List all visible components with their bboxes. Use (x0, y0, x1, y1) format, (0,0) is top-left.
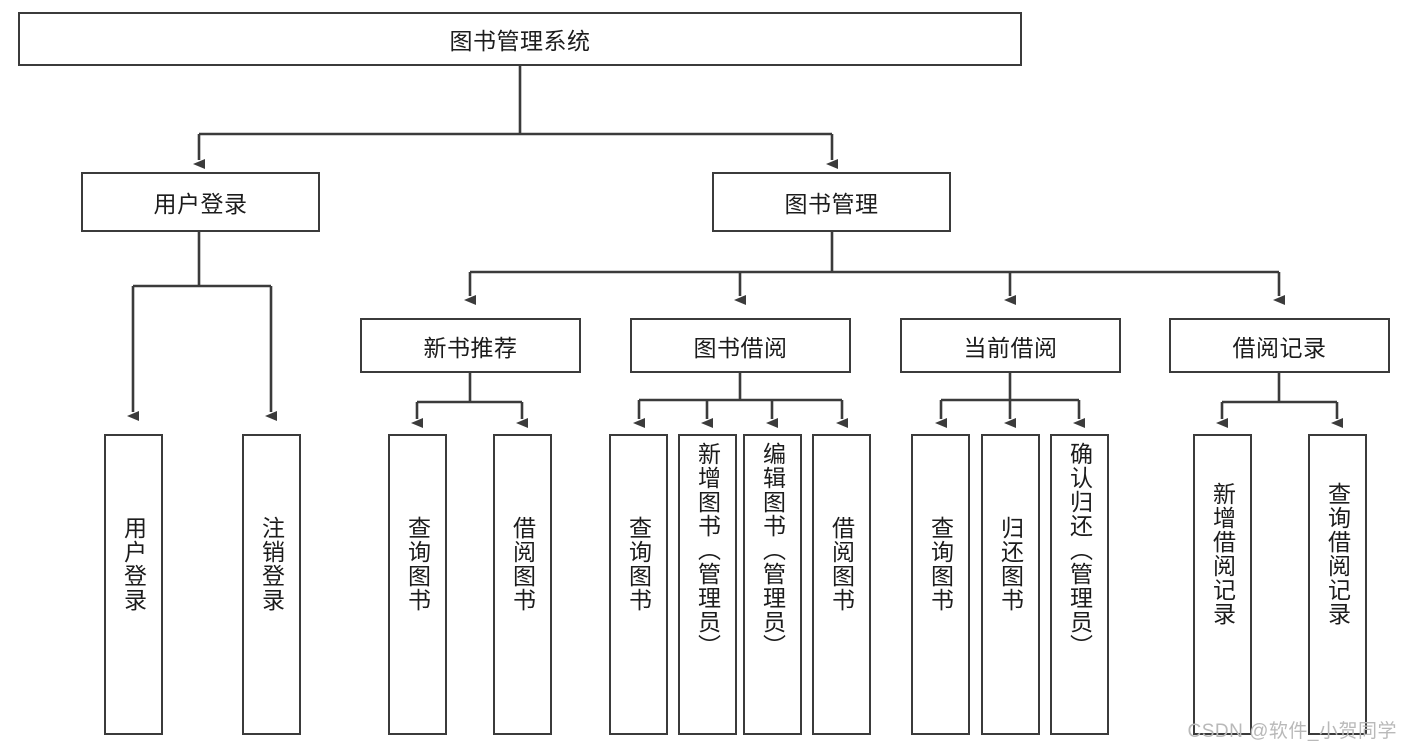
leaf-logout[interactable]: 注销登录 (242, 434, 301, 735)
node-label: 注销登录 (258, 516, 285, 612)
leaf-query-book-borrow[interactable]: 查询图书 (609, 434, 668, 735)
node-label: 编辑图书（管理员） (759, 442, 786, 658)
node-label: 借阅图书 (509, 516, 536, 612)
node-new-book-recommend[interactable]: 新书推荐 (360, 318, 581, 373)
node-book-management[interactable]: 图书管理 (712, 172, 951, 232)
node-borrow-record[interactable]: 借阅记录 (1169, 318, 1390, 373)
watermark-text: CSDN @软件_小贺同学 (1187, 721, 1397, 742)
leaf-borrow-book-recommend[interactable]: 借阅图书 (493, 434, 552, 735)
leaf-add-book-admin[interactable]: 新增图书（管理员） (678, 434, 737, 735)
node-label: 查询图书 (927, 516, 954, 612)
node-label: 新增图书（管理员） (694, 442, 721, 658)
node-current-borrow[interactable]: 当前借阅 (900, 318, 1121, 373)
node-label: 图书管理系统 (449, 28, 591, 54)
node-label: 查询图书 (404, 516, 431, 612)
leaf-query-book-current[interactable]: 查询图书 (911, 434, 970, 735)
node-root[interactable]: 图书管理系统 (18, 12, 1022, 66)
leaf-borrow-book-borrow[interactable]: 借阅图书 (812, 434, 871, 735)
node-label: 当前借阅 (963, 334, 1058, 361)
node-label: 图书管理 (784, 191, 879, 217)
leaf-query-borrow-record[interactable]: 查询借阅记录 (1308, 434, 1367, 735)
leaf-query-book-recommend[interactable]: 查询图书 (388, 434, 447, 735)
node-label: 新增借阅记录 (1209, 482, 1236, 626)
node-label: 用户登录 (153, 191, 248, 217)
node-label: 确认归还（管理员） (1066, 442, 1093, 658)
node-book-borrow[interactable]: 图书借阅 (630, 318, 851, 373)
leaf-user-login[interactable]: 用户登录 (104, 434, 163, 735)
leaf-add-borrow-record[interactable]: 新增借阅记录 (1193, 434, 1252, 735)
node-label: 新书推荐 (423, 334, 518, 361)
node-label: 查询借阅记录 (1324, 482, 1351, 626)
node-label: 查询图书 (625, 516, 652, 612)
leaf-edit-book-admin[interactable]: 编辑图书（管理员） (743, 434, 802, 735)
node-label: 归还图书 (997, 516, 1024, 612)
node-label: 借阅记录 (1232, 334, 1327, 361)
node-label: 借阅图书 (828, 516, 855, 612)
node-user-login[interactable]: 用户登录 (81, 172, 320, 232)
node-label: 图书借阅 (693, 334, 788, 361)
node-label: 用户登录 (120, 516, 147, 612)
leaf-return-book[interactable]: 归还图书 (981, 434, 1040, 735)
leaf-confirm-return-admin[interactable]: 确认归还（管理员） (1050, 434, 1109, 735)
